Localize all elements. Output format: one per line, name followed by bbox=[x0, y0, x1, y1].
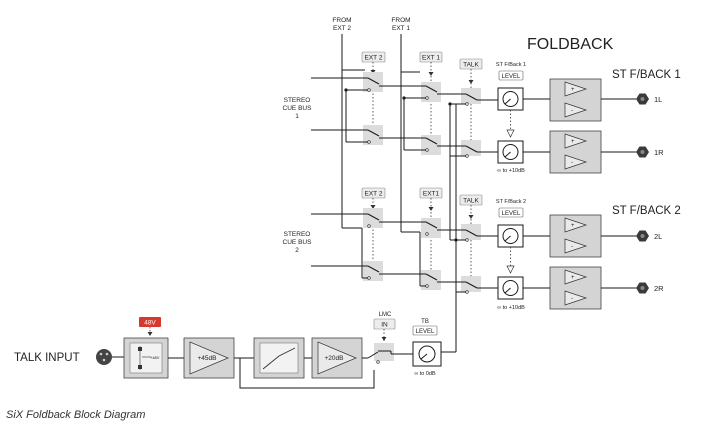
svg-text:LEVEL: LEVEL bbox=[502, 74, 521, 80]
junction-dots-top bbox=[344, 88, 452, 106]
gang-arrows-bottom bbox=[370, 205, 474, 219]
switch-label-ext1-top: EXT 1 bbox=[419, 51, 443, 63]
output-label-1l: 1L bbox=[654, 95, 662, 104]
switch-boxes-bottom bbox=[363, 208, 481, 292]
svg-text:1: 1 bbox=[295, 113, 299, 120]
svg-text:48V: 48V bbox=[144, 320, 156, 327]
fb1-level-range: ∞ to +10dB bbox=[497, 168, 525, 174]
output-jack-1l bbox=[636, 93, 649, 105]
switch-contacts-bottom bbox=[367, 224, 469, 294]
svg-text:IN: IN bbox=[381, 322, 388, 329]
xlr-input-icon bbox=[96, 349, 112, 365]
tb-level-knob[interactable] bbox=[412, 341, 442, 367]
output-lines-top bbox=[523, 98, 636, 153]
from-ext2-label: FROM EXT 2 bbox=[332, 17, 351, 32]
stereo-cue-bus-1-label: STEREO CUE BUS 1 bbox=[283, 97, 313, 120]
talk-input-label: TALK INPUT bbox=[14, 352, 80, 364]
tb-level-label: LEVEL bbox=[412, 325, 438, 336]
svg-text:EXT 1: EXT 1 bbox=[422, 55, 440, 62]
output-jack-1r bbox=[636, 146, 649, 158]
level-knob-1l[interactable] bbox=[497, 87, 524, 111]
st-fback-2-title: ST F/BACK 2 bbox=[612, 205, 681, 217]
output-label-2r: 2R bbox=[654, 284, 664, 293]
svg-text:+45dB: +45dB bbox=[198, 355, 217, 362]
fb1-level-title: ST F/Back 1 bbox=[496, 62, 526, 68]
gain-20db-block: +20dB bbox=[311, 337, 363, 379]
svg-text:-: - bbox=[571, 244, 573, 250]
svg-text:EXT 2: EXT 2 bbox=[333, 25, 351, 32]
output-label-2l: 2L bbox=[654, 232, 662, 241]
phantom-power-block: +48V bbox=[123, 337, 169, 379]
svg-text:LEVEL: LEVEL bbox=[416, 329, 435, 335]
preamp-45db-block: +45dB bbox=[183, 337, 235, 379]
svg-text:EXT1: EXT1 bbox=[423, 191, 440, 198]
svg-text:FROM: FROM bbox=[332, 17, 351, 24]
level-knob-2l[interactable] bbox=[497, 224, 524, 248]
tb-level-range: ∞ to 0dB bbox=[414, 371, 436, 377]
svg-text:+: + bbox=[571, 223, 575, 229]
talk-bus-riser bbox=[441, 104, 457, 353]
svg-text:TALK: TALK bbox=[463, 198, 479, 205]
stereo-cue-bus-2-label: STEREO CUE BUS 2 bbox=[283, 231, 313, 254]
svg-text:STEREO: STEREO bbox=[284, 231, 311, 238]
svg-text:STEREO: STEREO bbox=[284, 97, 311, 104]
svg-text:EXT 1: EXT 1 bbox=[392, 25, 410, 32]
svg-text:EXT 2: EXT 2 bbox=[365, 191, 383, 198]
from-ext1-label: FROM EXT 1 bbox=[391, 17, 410, 32]
switch-label-ext2-top: EXT 2 bbox=[361, 51, 386, 63]
fb2-level-range: ∞ to +10dB bbox=[497, 305, 525, 311]
switch-boxes-top bbox=[363, 72, 481, 156]
switch-label-talk-bottom: TALK bbox=[459, 194, 483, 206]
switch-label-talk-top: TALK bbox=[459, 58, 483, 70]
svg-text:EXT 2: EXT 2 bbox=[365, 55, 383, 62]
output-label-1r: 1R bbox=[654, 148, 664, 157]
output-jack-2r bbox=[636, 282, 649, 294]
diagram-title: FOLDBACK bbox=[527, 36, 614, 53]
st-fback-1-title: ST F/BACK 1 bbox=[612, 69, 681, 81]
fb2-level-title: ST F/Back 2 bbox=[496, 199, 526, 205]
fb1-level-label: LEVEL bbox=[498, 70, 524, 81]
phantom-48v-switch[interactable]: 48V bbox=[139, 317, 161, 327]
svg-text:-: - bbox=[571, 108, 573, 114]
svg-text:+20dB: +20dB bbox=[325, 355, 344, 362]
svg-text:-: - bbox=[571, 296, 573, 302]
svg-text:CUE BUS: CUE BUS bbox=[283, 239, 313, 246]
switch-label-ext1-bottom: EXT1 bbox=[419, 187, 443, 199]
svg-text:TALK: TALK bbox=[463, 62, 479, 69]
diagram-caption: SiX Foldback Block Diagram bbox=[6, 409, 146, 421]
lmc-label: LMC bbox=[379, 312, 392, 318]
output-jack-2l bbox=[636, 230, 649, 242]
svg-text:+: + bbox=[571, 87, 575, 93]
lmc-switch-lines bbox=[367, 350, 413, 359]
level-knob-2r[interactable] bbox=[497, 276, 524, 300]
output-amp-1l: + - bbox=[549, 78, 602, 122]
fb2-level-label: LEVEL bbox=[498, 207, 524, 218]
ext-feed-lines bbox=[341, 34, 420, 233]
lmc-switch-box bbox=[374, 343, 394, 361]
svg-text:FROM: FROM bbox=[391, 17, 410, 24]
svg-text:+48V: +48V bbox=[150, 355, 160, 360]
svg-text:LEVEL: LEVEL bbox=[502, 211, 521, 217]
gang-arrows-top bbox=[370, 70, 474, 84]
svg-text:+: + bbox=[571, 139, 575, 145]
tb-level-title: TB bbox=[421, 319, 429, 325]
svg-text:CUE BUS: CUE BUS bbox=[283, 105, 313, 112]
lmc-bypass-line bbox=[239, 358, 375, 389]
svg-text:+: + bbox=[571, 275, 575, 281]
svg-text:-: - bbox=[571, 160, 573, 166]
switch-contacts-top bbox=[367, 88, 469, 158]
svg-text:2: 2 bbox=[295, 247, 299, 254]
output-amp-2r: + - bbox=[549, 266, 602, 310]
bus1-lines bbox=[311, 77, 498, 157]
lmc-in-switch[interactable]: IN bbox=[373, 318, 396, 330]
switch-label-ext2-bottom: EXT 2 bbox=[361, 187, 386, 199]
compressor-block bbox=[253, 337, 305, 379]
output-amp-1r: + - bbox=[549, 130, 602, 174]
output-amp-2l: + - bbox=[549, 214, 602, 258]
output-lines-bottom bbox=[523, 235, 636, 289]
level-knob-1r[interactable] bbox=[497, 140, 524, 164]
